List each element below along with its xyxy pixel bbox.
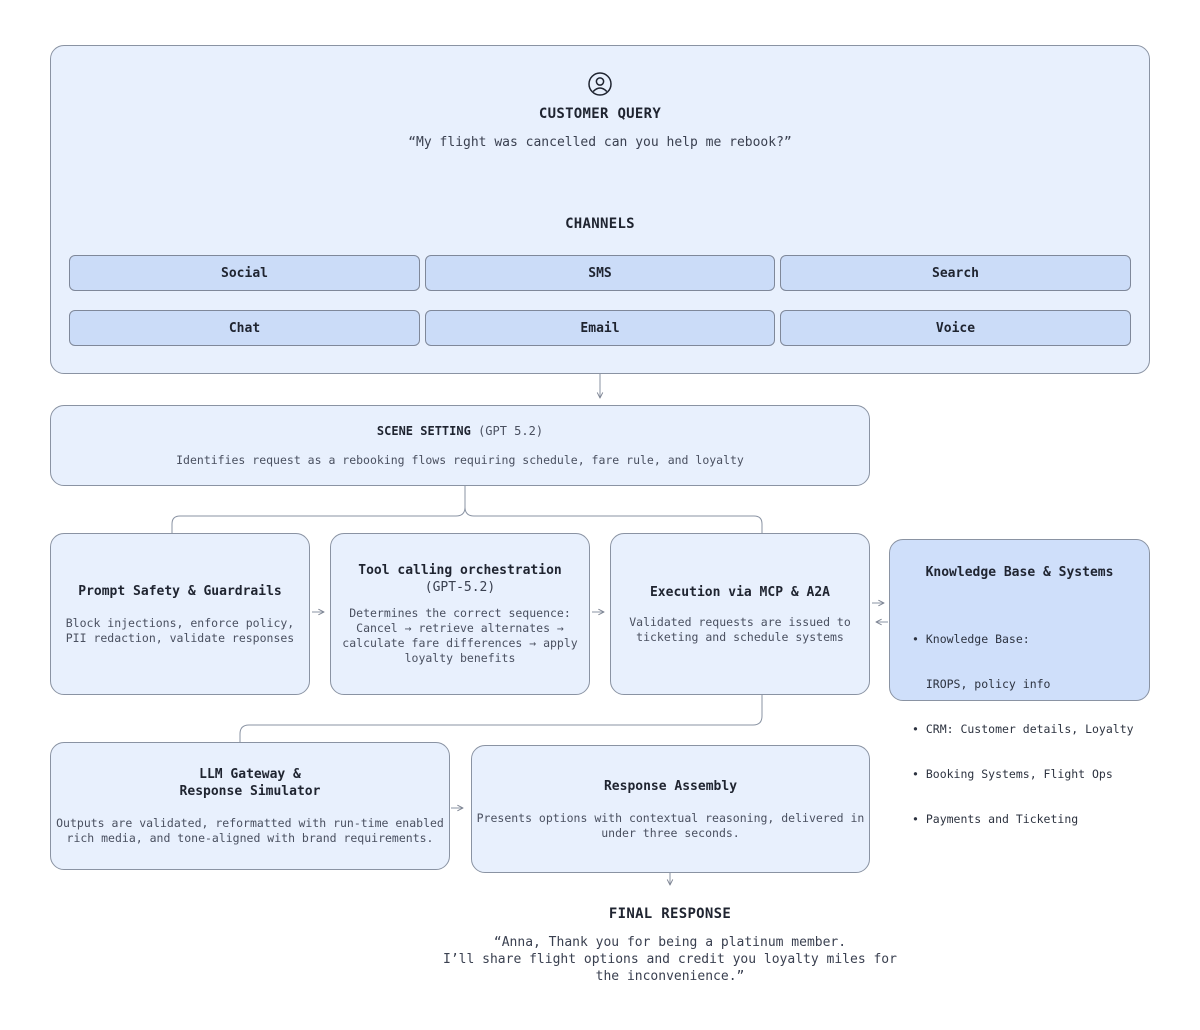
- knowledge-base-item: • CRM: Customer details, Loyalty: [912, 722, 1134, 736]
- llm-gateway-box: LLM Gateway & Response Simulator Outputs…: [50, 742, 450, 870]
- knowledge-base-item: • Booking Systems, Flight Ops: [912, 767, 1113, 781]
- response-assembly-description-line-1: Presents options with contextual reasoni…: [476, 810, 865, 825]
- channel-chat[interactable]: Chat: [69, 310, 420, 346]
- knowledge-base-item-detail: IROPS, policy info: [912, 677, 1051, 691]
- scene-setting-title: SCENE SETTING: [376, 423, 471, 438]
- scene-setting-model: (GPT 5.2): [478, 423, 544, 438]
- branch-scene-to-steps: [171, 486, 763, 533]
- final-response-quote-line-3: the inconvenience.”: [595, 969, 745, 984]
- customer-query-title: CUSTOMER QUERY: [538, 106, 662, 122]
- llm-gateway-description-line-2: rich media, and tone-aligned with brand …: [66, 831, 434, 845]
- response-assembly-box: Response Assembly Presents options with …: [471, 745, 870, 873]
- knowledge-base-list: • Knowledge Base: IROPS, policy info • C…: [912, 602, 1134, 857]
- prompt-safety-description-line-2: PII redaction, validate responses: [65, 630, 295, 645]
- customer-query-quote: “My flight was cancelled can you help me…: [408, 135, 792, 150]
- channel-social[interactable]: Social: [69, 255, 420, 291]
- channels-title: CHANNELS: [565, 216, 635, 232]
- tool-calling-model: (GPT-5.2): [424, 580, 496, 595]
- llm-gateway-title-line-1: LLM Gateway &: [199, 767, 301, 782]
- final-response-quote-line-1: “Anna, Thank you for being a platinum me…: [493, 935, 847, 950]
- execution-box: Execution via MCP & A2A Validated reques…: [610, 533, 870, 695]
- user-circle-icon: [588, 72, 612, 96]
- execution-title: Execution via MCP & A2A: [649, 584, 830, 600]
- tool-calling-description-line-2: Cancel → retrieve alternates →: [356, 621, 564, 635]
- response-assembly-description-line-2: under three seconds.: [601, 825, 740, 840]
- knowledge-base-title: Knowledge Base & Systems: [925, 565, 1114, 580]
- channel-sms[interactable]: SMS: [425, 255, 775, 291]
- knowledge-base-item: • Payments and Ticketing: [912, 812, 1079, 826]
- tool-calling-title: Tool calling orchestration: [358, 563, 562, 578]
- final-response-quote-line-2: I’ll share flight options and credit you…: [443, 952, 897, 967]
- prompt-safety-description-line-1: Block injections, enforce policy,: [65, 615, 295, 630]
- tool-calling-box: Tool calling orchestration (GPT-5.2) Det…: [330, 533, 590, 695]
- prompt-safety-box: Prompt Safety & Guardrails Block injecti…: [50, 533, 310, 695]
- scene-setting-box: SCENE SETTING (GPT 5.2) Identifies reque…: [50, 405, 870, 486]
- llm-gateway-title-line-2: Response Simulator: [179, 784, 321, 799]
- execution-description-line-1: Validated requests are issued to: [629, 614, 851, 629]
- knowledge-base-box: Knowledge Base & Systems • Knowledge Bas…: [889, 539, 1150, 826]
- knowledge-base-item: • Knowledge Base:: [912, 632, 1030, 646]
- tool-calling-description-line-4: loyalty benefits: [404, 651, 516, 665]
- response-assembly-title: Response Assembly: [603, 778, 738, 794]
- channel-search[interactable]: Search: [780, 255, 1131, 291]
- connector-execution-to-gateway: [239, 695, 763, 742]
- tool-calling-description-line-3: calculate fare differences → apply: [342, 636, 578, 650]
- tool-calling-description-line-1: Determines the correct sequence:: [349, 606, 571, 620]
- channel-email[interactable]: Email: [425, 310, 775, 346]
- execution-description-line-2: ticketing and schedule systems: [636, 629, 844, 644]
- final-response-quote: “Anna, Thank you for being a platinum me…: [370, 934, 970, 985]
- prompt-safety-title: Prompt Safety & Guardrails: [78, 583, 282, 599]
- llm-gateway-description-line-1: Outputs are validated, reformatted with …: [56, 816, 444, 830]
- scene-setting-description: Identifies request as a rebooking flows …: [176, 452, 744, 467]
- final-response-title: FINAL RESPONSE: [608, 906, 732, 922]
- channel-voice[interactable]: Voice: [780, 310, 1131, 346]
